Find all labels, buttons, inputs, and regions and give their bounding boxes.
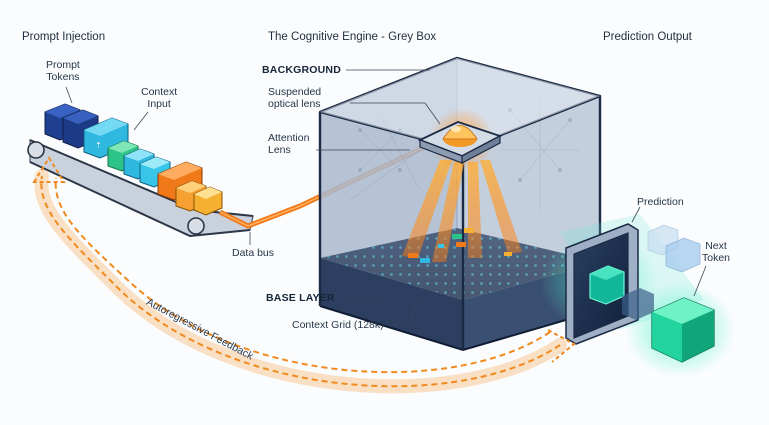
floor-token-chips	[408, 228, 512, 263]
prompt-token-blocks: ⇡	[44, 103, 129, 159]
leader-prompt-tokens	[65, 86, 73, 104]
label-data-bus: Data bus	[232, 247, 275, 259]
section-title-prediction-output: Prediction Output	[603, 31, 692, 43]
label-base-layer: BASE LAYER	[266, 292, 335, 304]
attention-beams	[402, 160, 522, 262]
label-suspended-lens: Suspended optical lens	[268, 86, 322, 111]
label-attention-lens: Attention Lens	[268, 132, 310, 157]
label-prompt-tokens: Prompt Tokens	[46, 59, 80, 84]
context-input-blocks	[107, 140, 223, 216]
leader-context-input	[133, 111, 149, 131]
prediction-panel	[565, 223, 639, 345]
section-title-cognitive-engine: The Cognitive Engine - Grey Box	[268, 31, 437, 43]
feedback-arrow	[32, 156, 576, 394]
leader-context-grid	[390, 299, 419, 326]
label-prediction: Prediction	[637, 196, 684, 208]
leader-prediction	[631, 206, 641, 223]
svg-text:⇡: ⇡	[95, 141, 102, 150]
label-context-input: Context Input	[141, 86, 178, 111]
section-title-prompt-injection: Prompt Injection	[22, 31, 106, 43]
optical-lens	[417, 108, 503, 172]
next-token-cube	[651, 297, 715, 363]
leader-suspended-lens	[350, 102, 441, 125]
prediction-ghost-cubes	[622, 224, 701, 320]
leader-next-token	[693, 265, 707, 297]
label-background: BACKGROUND	[262, 64, 341, 76]
label-context-grid: Context Grid (128k)	[292, 319, 384, 331]
label-next-token: Next Token	[702, 240, 731, 265]
